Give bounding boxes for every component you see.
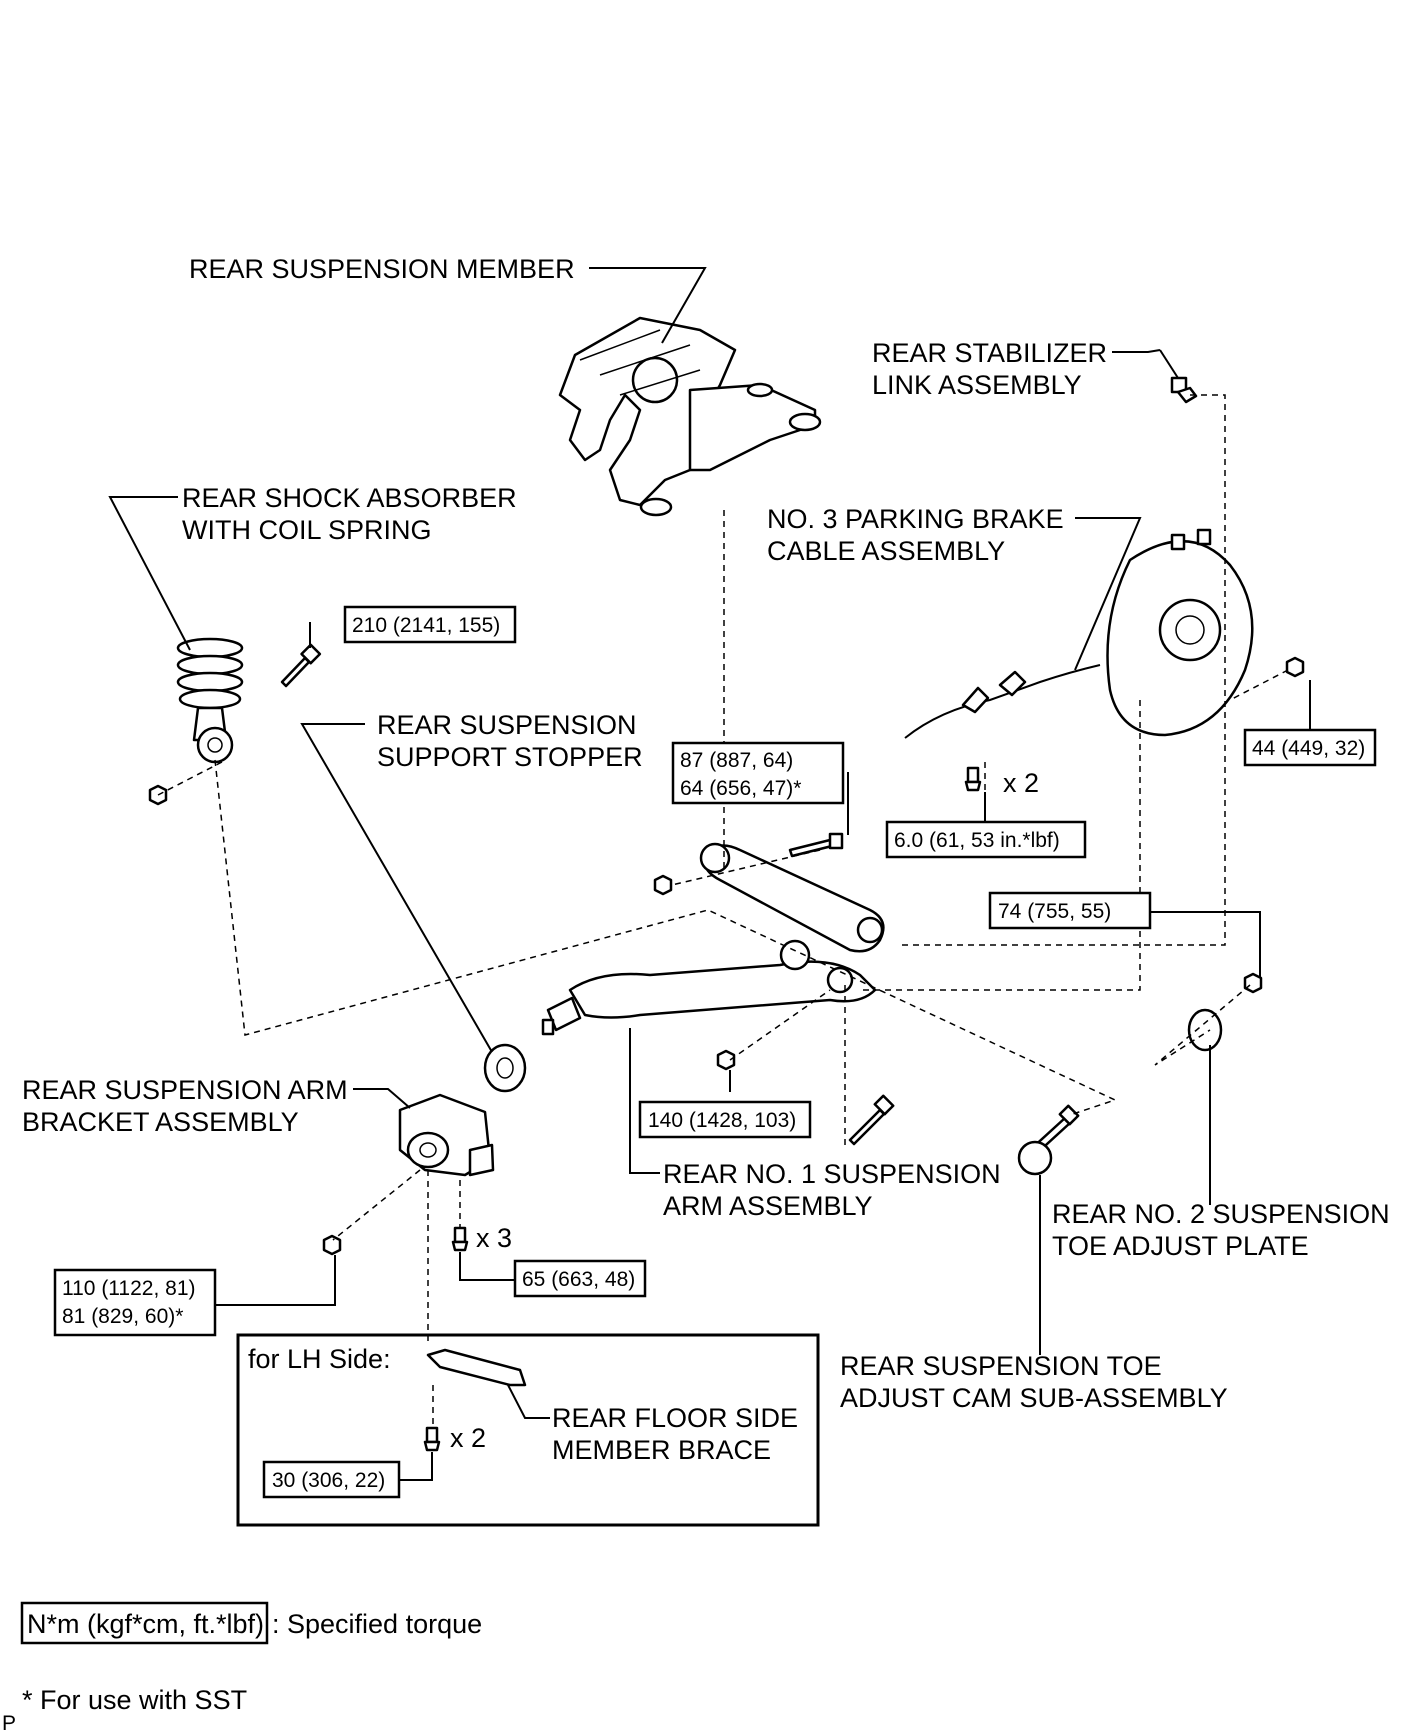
hex-nut-icon [653, 874, 673, 896]
label-lh-side: for LH Side: [248, 1344, 391, 1374]
hex-nut-icon [1243, 972, 1263, 994]
floor-side-brace-part [426, 1348, 527, 1387]
alignment-lines [157, 394, 1289, 1428]
torque-box-44 [1243, 728, 1377, 767]
label-rear-shock-absorber-2: WITH COIL SPRING [182, 515, 432, 545]
torque-box-74 [988, 891, 1152, 930]
torque-140: 140 (1428, 103) [648, 1109, 796, 1132]
hex-bolt-icon [848, 1094, 895, 1146]
torque-87-line1: 87 (887, 64) [680, 749, 793, 772]
label-rear-suspension-member: REAR SUSPENSION MEMBER [189, 254, 575, 284]
legend-unit-box [20, 1601, 269, 1645]
toe-adjust-cam-part [1017, 1104, 1080, 1176]
label-toe-adjust-cam-2: ADJUST CAM SUB-ASSEMBLY [840, 1383, 1228, 1413]
quantity-bracket-bolts: x 3 [476, 1223, 512, 1253]
hex-nut-icon [1285, 656, 1305, 678]
torque-30: 30 (306, 22) [272, 1469, 385, 1492]
rear-shock-absorber-part [176, 637, 244, 764]
label-support-stopper-1: REAR SUSPENSION [377, 710, 637, 740]
torque-box-210 [343, 605, 517, 644]
torque-box-6 [885, 820, 1087, 859]
hex-nut-icon [322, 1234, 342, 1256]
torque-110-line2: 81 (829, 60)* [62, 1305, 183, 1328]
legend-sst-note: * For use with SST [22, 1685, 247, 1715]
label-floor-side-brace-1: REAR FLOOR SIDE [552, 1403, 798, 1433]
rear-stabilizer-link-part [1159, 349, 1198, 404]
hex-bolt-icon [423, 1426, 441, 1452]
toe-adjust-plate-part [1187, 1008, 1223, 1052]
parking-brake-cable-part [904, 664, 1101, 739]
torque-110-line1: 110 (1122, 81) [62, 1277, 196, 1300]
label-rear-stabilizer-link-2: LINK ASSEMBLY [872, 370, 1082, 400]
hex-nut-icon [148, 784, 168, 806]
leader-lines [108, 267, 1311, 1481]
lh-side-box [236, 1333, 820, 1527]
torque-210: 210 (2141, 155) [352, 614, 500, 637]
upper-arm-part [699, 842, 885, 953]
hex-bolt-icon [788, 832, 844, 858]
backing-plate-part [1106, 528, 1254, 737]
torque-65: 65 (663, 48) [522, 1268, 635, 1291]
label-no1-arm-1: REAR NO. 1 SUSPENSION [663, 1159, 1001, 1189]
legend-unit-description: : Specified torque [272, 1609, 482, 1639]
label-no1-arm-2: ARM ASSEMBLY [663, 1191, 873, 1221]
arm-bracket-part [398, 1093, 495, 1177]
label-parking-brake-cable-2: CABLE ASSEMBLY [767, 536, 1005, 566]
torque-box-87 [671, 741, 845, 805]
torque-box-110 [53, 1268, 217, 1337]
torque-box-140 [638, 1100, 812, 1139]
label-support-stopper-2: SUPPORT STOPPER [377, 742, 643, 772]
label-toe-adjust-plate-1: REAR NO. 2 SUSPENSION [1052, 1199, 1390, 1229]
hex-bolt-icon [280, 643, 322, 688]
corner-mark: P [2, 1712, 16, 1734]
no1-arm-part [541, 939, 877, 1036]
quantity-cable-bolts: x 2 [1003, 768, 1039, 798]
label-arm-bracket-1: REAR SUSPENSION ARM [22, 1075, 348, 1105]
label-rear-shock-absorber-1: REAR SHOCK ABSORBER [182, 483, 517, 513]
torque-44: 44 (449, 32) [1252, 737, 1365, 760]
label-rear-stabilizer-link-1: REAR STABILIZER [872, 338, 1107, 368]
support-stopper-part [483, 1043, 527, 1093]
hex-bolt-icon [451, 1226, 469, 1252]
torque-6: 6.0 (61, 53 in.*lbf) [894, 829, 1060, 852]
rear-suspension-member-part [558, 316, 822, 517]
hex-bolt-icon [964, 766, 982, 792]
label-floor-side-brace-2: MEMBER BRACE [552, 1435, 771, 1465]
quantity-brace-bolts: x 2 [450, 1423, 486, 1453]
torque-box-30 [262, 1460, 401, 1499]
hex-nut-icon [716, 1049, 736, 1071]
torque-87-line2: 64 (656, 47)* [680, 777, 801, 800]
torque-box-65 [513, 1259, 647, 1298]
label-toe-adjust-plate-2: TOE ADJUST PLATE [1052, 1231, 1309, 1261]
legend-unit: N*m (kgf*cm, ft.*lbf) [27, 1609, 264, 1639]
label-parking-brake-cable-1: NO. 3 PARKING BRAKE [767, 504, 1064, 534]
label-arm-bracket-2: BRACKET ASSEMBLY [22, 1107, 299, 1137]
torque-74: 74 (755, 55) [998, 900, 1111, 923]
label-toe-adjust-cam-1: REAR SUSPENSION TOE [840, 1351, 1162, 1381]
